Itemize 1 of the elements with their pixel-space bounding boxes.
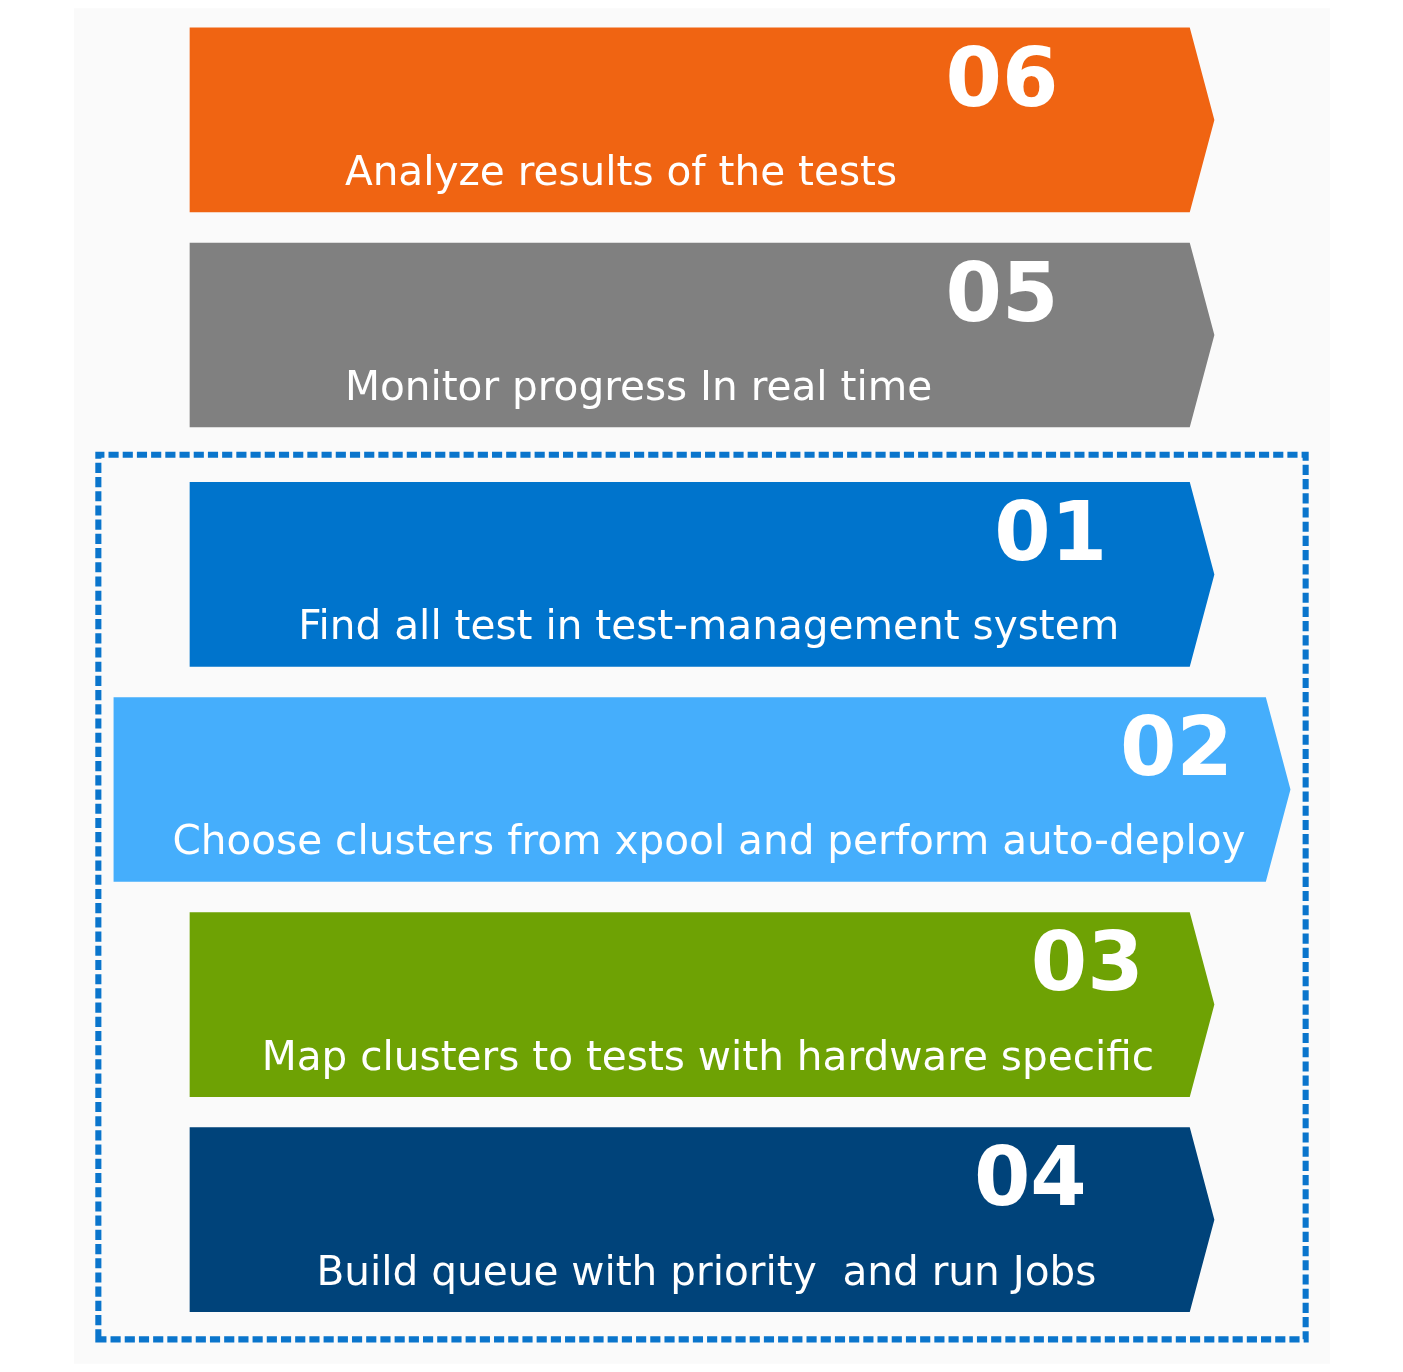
cluster — [94, 451, 1309, 1343]
